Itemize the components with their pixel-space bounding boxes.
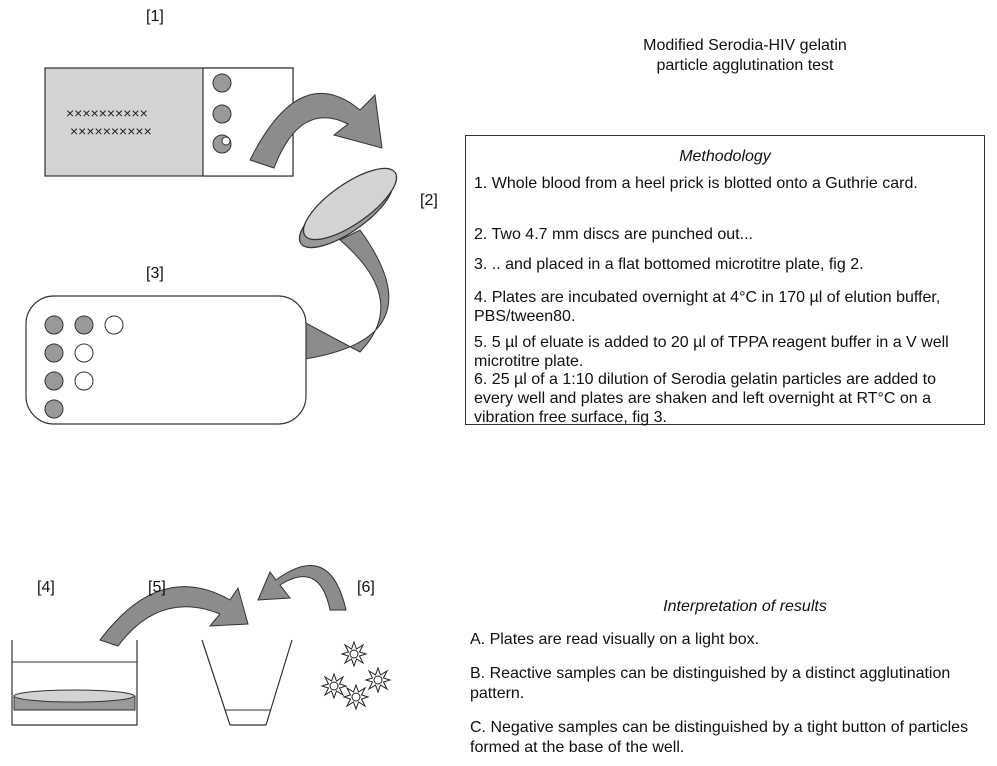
- interpretation-item-c: C. Negative samples can be distinguished…: [470, 719, 969, 756]
- method-step-3: 3. .. and placed in a flat bottomed micr…: [474, 256, 864, 273]
- diagram-title: Modified Serodia-HIV gelatin particle ag…: [560, 36, 930, 76]
- figure-label-1: [1]: [146, 8, 164, 25]
- title-line-1: Modified Serodia-HIV gelatin: [643, 37, 847, 54]
- methodology-box: [465, 135, 985, 425]
- flat-bottom-well: [11, 640, 138, 726]
- method-step-1: 1. Whole blood from a heel prick is blot…: [474, 175, 918, 192]
- v-well: [201, 639, 293, 726]
- blood-spot: [212, 73, 232, 93]
- method-step-5: 5. 5 µl of eluate is added to 20 µl of T…: [474, 334, 949, 370]
- punched-hole: [221, 136, 231, 146]
- method-step-2: 2. Two 4.7 mm discs are punched out...: [474, 226, 753, 243]
- figure-label-4: [4]: [37, 579, 55, 596]
- figure-label-6: [6]: [357, 579, 375, 596]
- figure-label-3: [3]: [146, 265, 164, 282]
- curved-arrow-4: [257, 564, 347, 611]
- interpretation-item-b: B. Reactive samples can be distinguished…: [470, 665, 951, 702]
- punched-disc: [298, 167, 398, 249]
- methodology-heading: Methodology: [679, 148, 771, 165]
- figure-label-2: [2]: [420, 192, 438, 209]
- card-marks-line2: ××××××××××: [70, 123, 152, 139]
- curved-arrow-3: [99, 586, 249, 647]
- interpretation-heading: Interpretation of results: [663, 598, 827, 615]
- curved-arrow-1: [249, 92, 383, 169]
- guthrie-card: ×××××××××× ××××××××××: [44, 67, 294, 177]
- blood-spot: [212, 104, 232, 124]
- method-step-6: 6. 25 µl of a 1:10 dilution of Serodia g…: [474, 371, 936, 426]
- method-step-4: 4. Plates are incubated overnight at 4°C…: [474, 289, 941, 325]
- interpretation-item-a: A. Plates are read visually on a light b…: [470, 631, 760, 648]
- card-marks-line1: ××××××××××: [66, 105, 148, 121]
- microtitre-plate: [25, 295, 307, 425]
- figure-label-5: [5]: [148, 579, 166, 596]
- gelatin-particles: [321, 641, 391, 710]
- title-line-2: particle agglutination test: [656, 57, 834, 74]
